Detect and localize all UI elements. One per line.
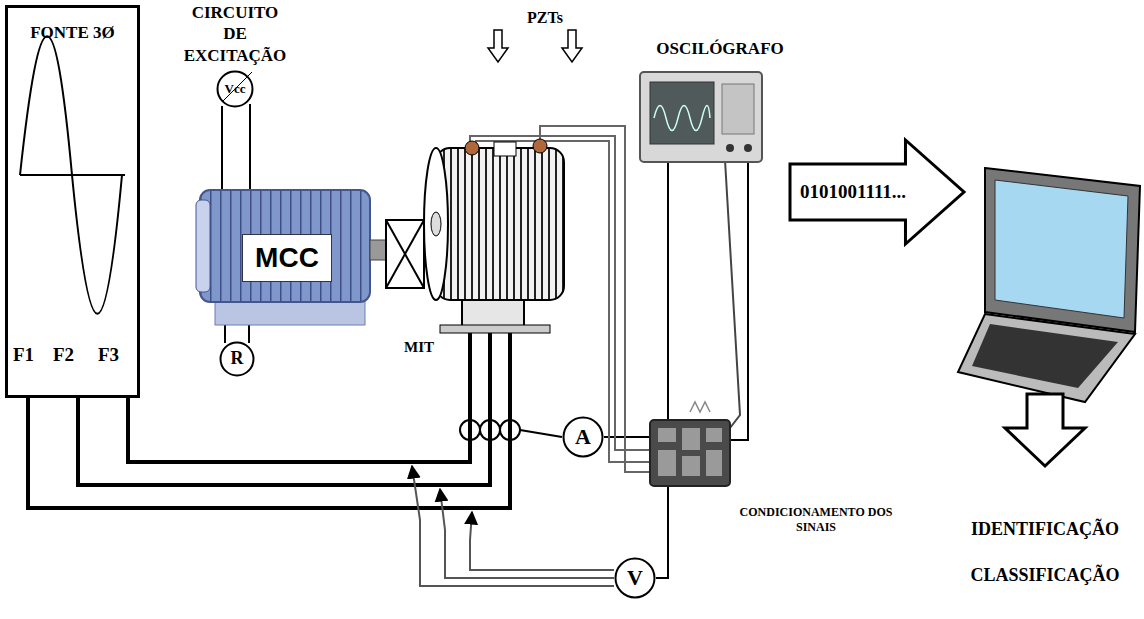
- node-text: V: [627, 566, 643, 590]
- node-text: MCC: [255, 243, 319, 274]
- voltmeter-symbol: Vcc: [216, 70, 254, 108]
- resistor-symbol: R: [219, 341, 255, 377]
- node-text: Vcc: [225, 82, 246, 96]
- data-arrow: 0101001111...: [788, 138, 966, 246]
- induction-motor: [424, 139, 564, 333]
- source-box: FONTE 3Ø: [5, 5, 140, 398]
- motor-label-box: MCC: [242, 234, 332, 282]
- output-label: IDENTIFICAÇÃO: [950, 518, 1140, 541]
- voltmeter-symbol: V: [614, 557, 656, 599]
- part-name: MIT: [394, 338, 444, 357]
- oscillograph: [640, 72, 762, 162]
- part-name: CONDICIONAMENTO DOS SINAIS: [736, 505, 896, 535]
- voltage-taps: [412, 466, 614, 586]
- coupling: [386, 220, 424, 288]
- terminal-name: F3: [98, 343, 138, 367]
- current-transformer: [460, 420, 562, 440]
- part-name: PZTs: [515, 8, 575, 28]
- signal-wire: [604, 436, 650, 438]
- laptop: [958, 168, 1140, 402]
- part-name: CIRCUITO DE EXCITAÇÃO: [178, 2, 292, 66]
- node-text: 0101001111...: [800, 182, 906, 203]
- pzt-arrows: [488, 30, 582, 62]
- signal-conditioning: [650, 402, 730, 486]
- ammeter-symbol: A: [562, 416, 604, 458]
- signal-wire: [656, 160, 668, 578]
- terminal-name: F1: [13, 343, 53, 367]
- node-text: FONTE 3Ø: [30, 24, 115, 43]
- output-label: CLASSIFICAÇÃO: [950, 564, 1140, 587]
- phase-wires: [28, 330, 510, 508]
- dc-motor: [196, 190, 386, 325]
- terminal-name: F2: [53, 343, 93, 367]
- part-name: OSCILÓGRAFO: [655, 38, 785, 59]
- output-arrow: [1005, 394, 1085, 466]
- node-text: R: [231, 349, 244, 369]
- node-text: A: [575, 425, 591, 449]
- probe-cable: [725, 160, 740, 428]
- sine-axis: [20, 174, 125, 176]
